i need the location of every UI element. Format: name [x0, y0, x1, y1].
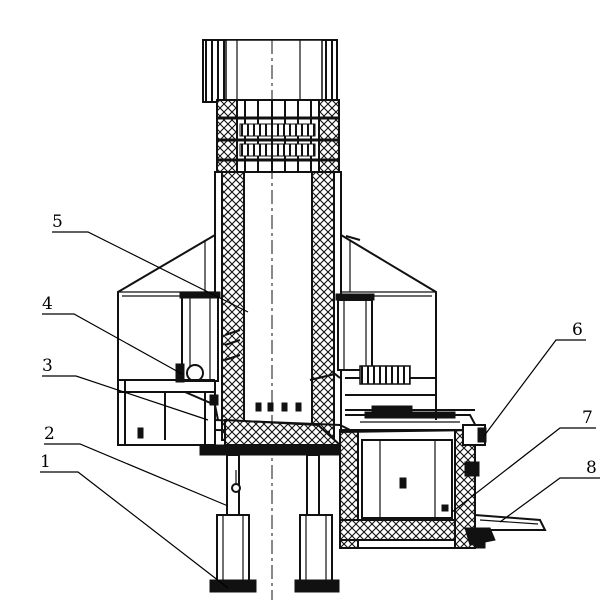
left-chamber — [118, 291, 221, 445]
right-chamber — [335, 293, 475, 415]
support-legs — [209, 454, 340, 593]
leader-1 — [40, 471, 229, 589]
leader-5 — [52, 231, 249, 313]
callout-5: 5 — [52, 212, 63, 232]
shaft-vents — [255, 402, 302, 412]
callout-labels: 1 2 3 4 5 6 7 8 — [40, 212, 597, 478]
central-shaft — [214, 40, 342, 600]
discharge-chute — [464, 513, 547, 549]
leader-8 — [499, 477, 600, 523]
callout-3: 3 — [42, 356, 53, 376]
callout-7: 7 — [582, 408, 593, 428]
callout-4: 4 — [42, 294, 53, 314]
leader-2 — [44, 443, 229, 507]
leader-4 — [42, 313, 183, 375]
leader-7 — [451, 427, 596, 513]
lower-right-chamber — [339, 411, 487, 549]
leader-6 — [483, 339, 586, 437]
leader-3 — [42, 375, 209, 421]
leader-lines — [40, 231, 600, 589]
callout-2: 2 — [44, 424, 55, 444]
top-stack — [202, 39, 340, 173]
callout-1: 1 — [40, 452, 51, 472]
callout-8: 8 — [586, 458, 597, 478]
callout-6: 6 — [572, 320, 583, 340]
